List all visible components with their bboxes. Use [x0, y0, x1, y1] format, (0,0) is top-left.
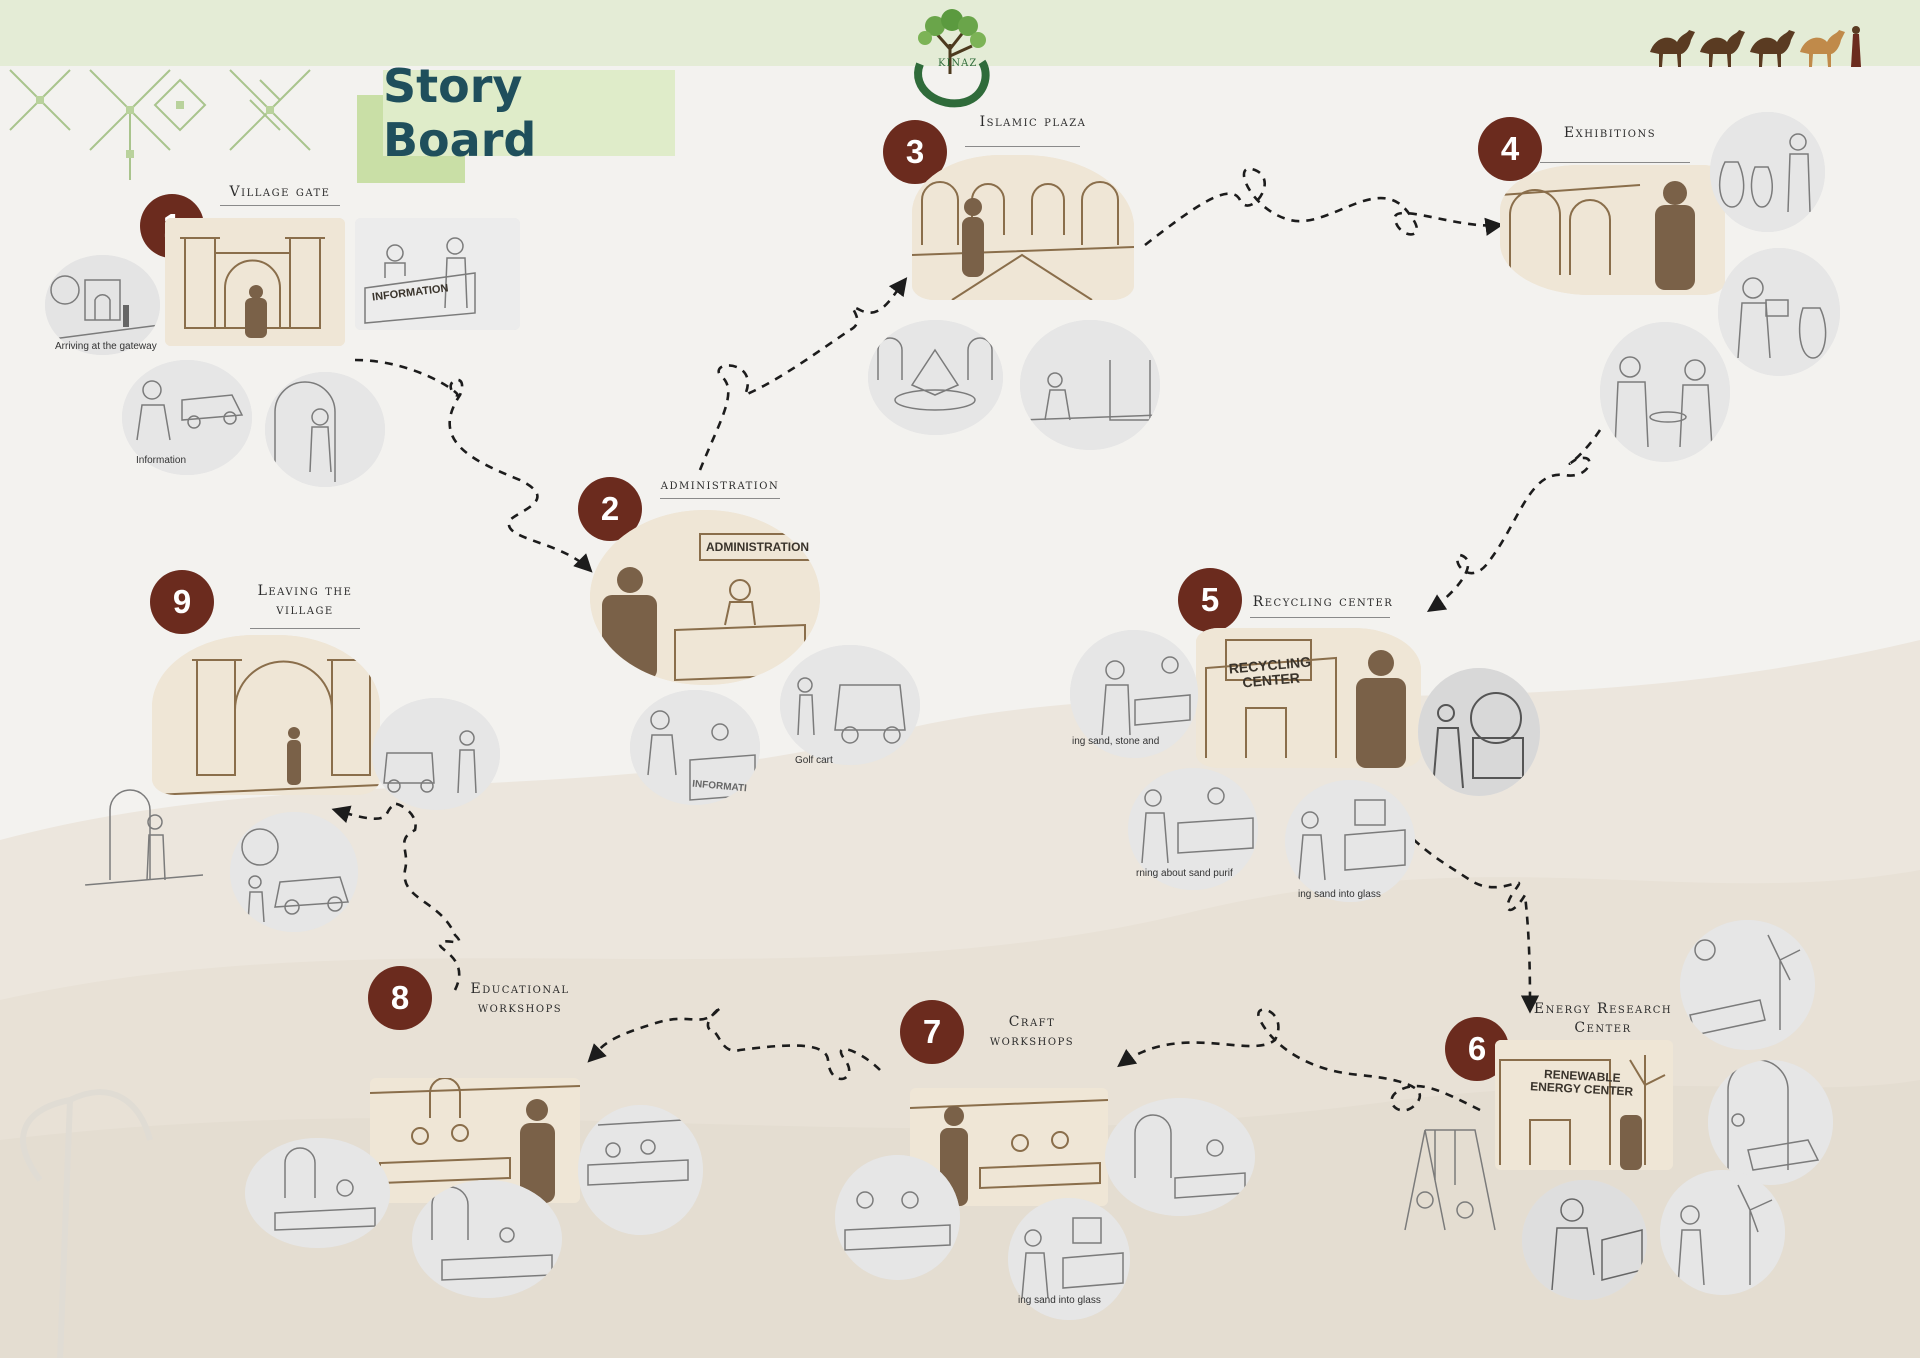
path-2-to-3 — [698, 277, 908, 471]
step-2-underline — [660, 498, 780, 499]
step-2-golf-cart-sketch — [780, 645, 920, 765]
step-6-main-sketch — [1495, 1040, 1673, 1170]
step-5-saw-machine-sketch — [1418, 668, 1540, 796]
step-5-underline — [1250, 617, 1390, 618]
path-7-to-8 — [587, 1006, 881, 1081]
step-5-label: Recycling center — [1252, 594, 1394, 610]
step-9-label: Leaving the village — [257, 583, 353, 618]
path-6-to-7 — [1117, 1008, 1481, 1112]
step-5-caption-glass: ing sand into glass — [1298, 889, 1381, 900]
step-4-vendor-sketch — [1600, 322, 1730, 462]
title-box: Story Board — [383, 59, 675, 167]
step-7-glass-sketch — [1008, 1198, 1130, 1320]
page-title: Story Board — [383, 59, 537, 167]
administration-desk-sketch — [590, 510, 820, 685]
step-7-label: Craft workshops — [989, 1014, 1075, 1049]
step-1-walkway-sketch — [265, 372, 385, 487]
step-7-pottery-sketch — [1105, 1098, 1255, 1216]
step-4-badge: 4 — [1478, 117, 1542, 181]
exhibitions-sketch — [1500, 165, 1725, 295]
camel-caravan-icon — [1650, 26, 1861, 67]
path-8-to-9 — [331, 802, 461, 991]
step-2-administration-sign: ADMINISTRATION — [706, 540, 810, 554]
step-9-cart-sketch — [372, 698, 500, 810]
step-1-label: Village gate — [229, 184, 331, 200]
path-5-to-6 — [1378, 789, 1540, 1014]
step-3-main-sketch — [912, 155, 1134, 300]
step-6-solar-panel-sketch — [1708, 1060, 1833, 1185]
step-2-reception-sketch — [630, 690, 760, 805]
step-9-underline — [250, 628, 360, 629]
step-5-glass-sketch — [1285, 780, 1415, 902]
step-2-label: administration — [660, 477, 780, 493]
step-3-underline — [965, 146, 1080, 147]
step-4-photo-sketch — [1718, 248, 1840, 376]
step-5-badge: 5 — [1178, 568, 1242, 632]
step-4-label: Exhibitions — [1563, 125, 1657, 141]
village-gate-sketch — [165, 218, 345, 346]
step-6-solar-wind-sketch — [1680, 920, 1815, 1050]
header-band — [0, 0, 1920, 66]
logo-text: KINAZ — [938, 58, 978, 69]
step-3-fountain-sketch — [868, 320, 1003, 435]
step-8-desks-sketch — [412, 1180, 562, 1298]
educational-workshop-sketch — [370, 1078, 580, 1203]
step-8-label: Educational workshops — [470, 981, 570, 1016]
leaving-gate-sketch — [152, 635, 380, 795]
step-1-main-sketch — [165, 218, 345, 346]
energy-center-sketch — [1495, 1040, 1673, 1170]
step-6-turbine-sketch — [1660, 1170, 1785, 1295]
step-1-caption-arrival: Arriving at the gateway — [55, 341, 157, 352]
step-9-car-sketch — [230, 812, 358, 932]
step-2-caption-golf-cart: Golf cart — [795, 755, 833, 766]
step-5-caption-learning: rning about sand purif — [1136, 868, 1233, 879]
step-1-caption-information: Information — [136, 455, 187, 466]
step-8-classroom-sketch — [245, 1138, 390, 1248]
tree-in-hands-logo — [914, 9, 990, 108]
step-8-lecture-sketch — [578, 1105, 703, 1235]
step-7-caption-glass: ing sand into glass — [1018, 1295, 1101, 1306]
recycling-center-sketch — [1196, 628, 1421, 768]
step-5-caption-sorting: ing sand, stone and — [1072, 736, 1160, 747]
step-8-main-sketch — [370, 1078, 580, 1203]
path-1-to-2 — [354, 358, 593, 573]
path-3-to-4 — [1144, 167, 1504, 247]
step-3-label: Islamic plaza — [979, 114, 1087, 130]
embroidery-pattern — [9, 69, 311, 180]
step-3-seating-sketch — [1020, 320, 1160, 450]
step-9-badge: 9 — [150, 570, 214, 634]
islamic-plaza-sketch — [912, 155, 1134, 300]
path-4-to-5 — [1426, 429, 1602, 613]
step-5-learning-sketch — [1128, 768, 1258, 890]
step-9-gate-walk-sketch — [85, 780, 203, 890]
step-5-main-sketch — [1196, 628, 1421, 768]
step-7-students-sketch — [835, 1155, 960, 1280]
step-1-information-desk-sketch — [355, 218, 520, 330]
step-8-badge: 8 — [368, 966, 432, 1030]
step-6-playground-sketch — [1395, 1090, 1505, 1245]
step-5-sorting-sketch — [1070, 630, 1198, 758]
step-4-pottery-display-sketch — [1710, 112, 1825, 232]
step-1-arrival-sketch — [45, 255, 160, 355]
step-6-renewable-sign: RENEWABLE ENERGY CENTER — [1529, 1067, 1634, 1099]
step-2-main-sketch — [590, 510, 820, 685]
step-6-label: Energy Research Center — [1533, 1001, 1673, 1036]
step-4-main-sketch — [1500, 165, 1725, 295]
step-4-underline — [1540, 162, 1690, 163]
step-6-researcher-sketch — [1522, 1180, 1647, 1300]
step-9-main-sketch — [152, 635, 380, 795]
step-1-information-sketch — [122, 360, 252, 475]
step-1-underline — [220, 205, 340, 206]
step-7-badge: 7 — [900, 1000, 964, 1064]
